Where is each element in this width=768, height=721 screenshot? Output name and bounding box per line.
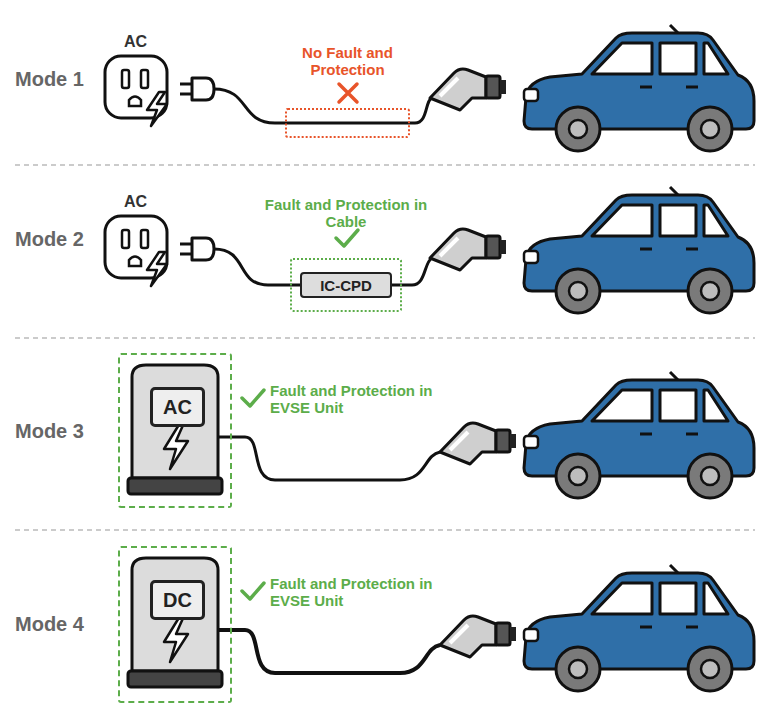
protection-note: Fault and Protection in EVSE Unit <box>270 575 445 609</box>
protection-region: No Fault and Protection <box>285 108 410 138</box>
cable <box>218 630 440 673</box>
car <box>524 565 754 691</box>
charge-connector <box>440 616 516 657</box>
cross-mark <box>339 84 357 102</box>
mode-label: Mode 4 <box>15 613 84 636</box>
ic-cpd-box: IC-CPD <box>300 272 392 298</box>
device-name: IC-CPD <box>320 277 372 294</box>
check-mark <box>336 230 358 246</box>
row-separator <box>15 164 755 166</box>
car <box>524 372 754 498</box>
cable <box>214 89 432 123</box>
wall-outlet <box>105 56 167 126</box>
protection-note: No Fault and Protection <box>283 44 413 78</box>
mode-label: Mode 1 <box>15 68 84 91</box>
protection-region: Fault and Protection in EVSE UnitDC <box>118 546 232 703</box>
row-separator <box>15 529 755 531</box>
check-mark <box>242 390 264 406</box>
evse-unit <box>128 365 222 494</box>
wall-outlet <box>105 216 167 286</box>
plug <box>180 78 214 100</box>
protection-region: Fault and Protection in CableIC-CPD <box>290 258 402 312</box>
protection-region: Fault and Protection in EVSE UnitAC <box>118 353 232 508</box>
current-type: DC <box>163 589 192 612</box>
car <box>524 187 754 313</box>
current-label: AC <box>124 193 147 211</box>
charge-connector <box>430 69 506 110</box>
evse-display-panel: AC <box>150 387 205 427</box>
evse-display-panel: DC <box>150 580 205 620</box>
charge-connector <box>440 423 516 464</box>
car <box>524 25 754 151</box>
protection-note: Fault and Protection in Cable <box>256 196 436 230</box>
charge-connector <box>430 229 506 270</box>
row-separator <box>15 337 755 339</box>
check-mark <box>242 583 264 599</box>
protection-note: Fault and Protection in EVSE Unit <box>270 382 445 416</box>
current-type: AC <box>163 396 192 419</box>
cable <box>218 437 440 480</box>
mode-label: Mode 3 <box>15 420 84 443</box>
current-label: AC <box>124 33 147 51</box>
evse-unit <box>128 558 222 687</box>
mode-label: Mode 2 <box>15 228 84 251</box>
plug <box>180 238 214 260</box>
